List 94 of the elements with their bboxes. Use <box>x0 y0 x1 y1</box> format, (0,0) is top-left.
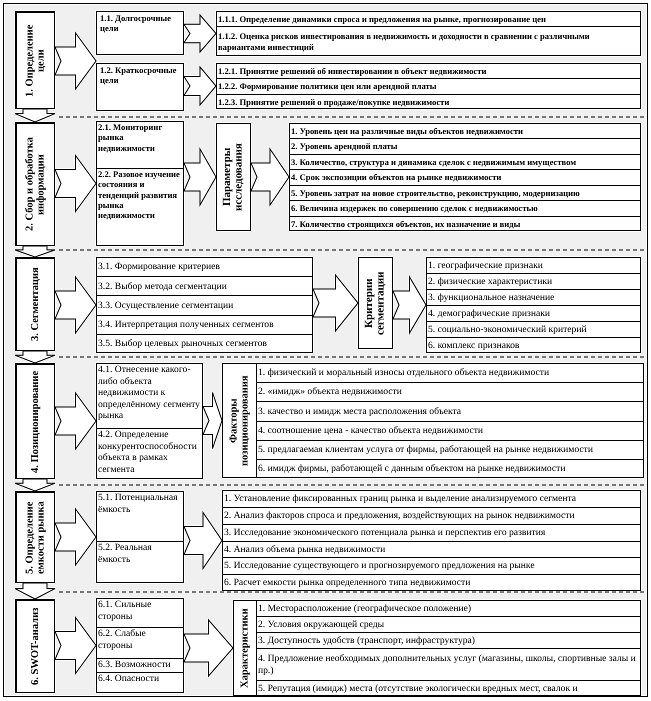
item-list <box>426 257 641 353</box>
stage-box: 2. Сбор и обработка информации <box>15 122 55 246</box>
list-row: 5. Исследование существующего и прогнозируемого предложения на рынке <box>222 557 641 574</box>
block-arrow <box>54 507 97 567</box>
item-list <box>289 123 641 231</box>
stage-box: 1. Определение цели <box>15 11 55 109</box>
down-arrow <box>14 108 56 123</box>
item-list <box>233 600 641 696</box>
block-arrow <box>202 392 223 449</box>
list-row: 5. Репутация (имидж) места (отсутствие экологически вредных мест, свалок и <box>256 680 641 696</box>
down-arrow <box>14 582 56 600</box>
block-arrow <box>312 274 359 332</box>
item-list <box>222 490 641 591</box>
block-arrow <box>183 510 223 570</box>
list-row: 1.2.1. Принятие решений об инвестировании в объект недвижимости <box>216 63 641 78</box>
down-arrow <box>14 350 56 364</box>
list-row: 6. Величина издержек по совершению сделок с недвижимостью <box>289 200 641 216</box>
list-row: 6. комплекс признаков <box>426 337 641 353</box>
list-row: 2. Уровень арендной платы <box>289 138 641 154</box>
step-box: 5.2. Реальная ёмкость <box>96 541 184 583</box>
step-stack <box>96 257 313 353</box>
step-box: 3.5. Выбор целевых рыночных сегментов <box>96 334 313 353</box>
item-list <box>222 363 644 478</box>
list-row: 3. Исследование экономического потенциала рынка и перспектив его развития <box>222 524 641 540</box>
block-arrow <box>54 154 97 214</box>
step-box: 4.1. Отнесение какого-либо объекта недвижимости к определённому сегменту рынка <box>96 363 203 428</box>
list-row: 4. соотношение цена - качество объекта недвижимости <box>256 420 644 440</box>
list-row: 4. Анализ объема рынка недвижимости <box>222 540 641 558</box>
list-row: 5. социально-экономический критерий <box>426 321 641 337</box>
stage-box: 4. Позиционирование <box>15 363 55 479</box>
list-row: 1.1.2. Оценка рисков инвестирования в недвижимость и доходности в сравнении с различными вариантами инвестиций <box>216 26 641 56</box>
list-row: 5. предлагаемая клиентам услуга от фирмы, работающей на рынке недвижимости <box>256 440 644 459</box>
list-row: 3. Доступность удобств (транспорт, инфраструктура) <box>256 632 641 648</box>
step-box: 2.2. Разовое изучение состояния и тенденций развития рынка недвижимости <box>96 168 184 246</box>
list-row: 1. Установление фиксированных границ рынка и выделение анализируемого сегмента <box>222 490 641 507</box>
step-box: 6.1. Сильные стороны <box>96 598 184 628</box>
block-arrow <box>54 616 97 676</box>
step-stack <box>96 121 184 246</box>
down-arrow <box>14 478 56 492</box>
block-arrow <box>54 31 97 91</box>
list-row: 3. Количество, структура и динамика сделок с недвижимым имуществом <box>289 154 641 170</box>
heading-box: Параметры исследования <box>216 123 251 231</box>
step-box: 6.3. Возможности <box>96 658 184 672</box>
list-row: 4. демографические признаки <box>426 305 641 321</box>
list-row: 6. имидж фирмы, работающей с данным объектом на рынке недвижимости <box>256 458 644 478</box>
stage-box: 6. SWOT-анализ <box>15 599 55 693</box>
stage-box: 3. Сегментация <box>15 257 55 351</box>
block-arrow <box>183 147 217 207</box>
step-stack <box>96 598 184 693</box>
block-arrow <box>54 275 97 335</box>
list-row: 1. Уровень цен на различные виды объектов недвижимости <box>289 123 641 138</box>
list-row: 1. физический и моральный износы отдельного объекта недвижимости <box>256 363 644 382</box>
step-box: 4.2. Определение конкурентоспособности объекта в рамках сегмента <box>96 428 203 479</box>
list-row: 6. Расчет емкости рынка определенного типа недвижимости <box>222 574 641 591</box>
list-row: 3. функциональное назначение <box>426 289 641 305</box>
block-arrow <box>250 147 290 207</box>
list-row: 2. Анализ факторов спроса и предложения, воздействующих на рынок недвижимости <box>222 506 641 524</box>
step-stack <box>96 363 203 479</box>
step-box: 1.2. Краткосрочные цели <box>96 63 184 111</box>
step-box: 5.1. Потенциальная ёмкость <box>96 491 184 541</box>
column-header: Факторы позиционирования <box>223 364 257 477</box>
block-arrow <box>183 618 234 678</box>
down-arrow <box>14 246 56 258</box>
step-box: 3.3. Осуществление сегментации <box>96 295 313 315</box>
step-box: 3.1. Формирование критериев <box>96 257 313 276</box>
step-box: 3.4. Интерпретация полученных сегментов <box>96 314 313 334</box>
item-list <box>216 11 641 56</box>
item-list <box>216 63 641 109</box>
block-arrow <box>183 66 217 106</box>
list-row: 2. Условия окружающей среды <box>256 616 641 632</box>
list-row: 4. Предложение необходимых дополнительных услуг (магазины, школы, спортивные залы и пр.) <box>256 648 641 680</box>
step-box: 2.1. Мониторинг рынка недвижимости <box>96 121 184 168</box>
list-row: 2. «имидж» объекта недвижимости <box>256 382 644 402</box>
list-row: 5. Уровень затрат на новое строительство, реконструкцию, модернизацию <box>289 184 641 200</box>
list-row: 3. качество и имидж места расположения объекта <box>256 401 644 420</box>
step-box: 1.1. Долгосрочные цели <box>96 11 184 55</box>
step-stack <box>96 491 184 583</box>
list-row: 1. Месторасположение (географическое положение) <box>256 600 641 616</box>
list-row: 1.2.3. Принятие решений о продаже/покупке недвижимости <box>216 94 641 109</box>
list-row: 1.1.1. Определение динамики спроса и предложения на рынке, прогнозирование цен <box>216 11 641 26</box>
block-arrow <box>392 275 427 335</box>
list-row: 7. Количество строящихся объектов, их назначение и виды <box>289 216 641 231</box>
step-box: 6.2. Слабые стороны <box>96 627 184 658</box>
block-arrow <box>54 391 97 451</box>
step-box: 6.4. Опасности <box>96 672 184 693</box>
list-row: 1.2.2. Формирование политики цен или арендной платы <box>216 78 641 94</box>
list-row: 4. Срок экспозиции объектов на рынке недвижимости <box>289 169 641 185</box>
step-box: 3.2. Выбор метода сегментации <box>96 276 313 296</box>
block-arrow <box>183 14 217 54</box>
list-row: 1. географические признаки <box>426 257 641 273</box>
list-row: 2. физические характеристики <box>426 273 641 289</box>
column-header: Характеристики <box>234 601 257 695</box>
stage-box: 5. Определение емкости рынка <box>15 491 55 583</box>
heading-box: Критерии сегментации <box>358 257 393 349</box>
